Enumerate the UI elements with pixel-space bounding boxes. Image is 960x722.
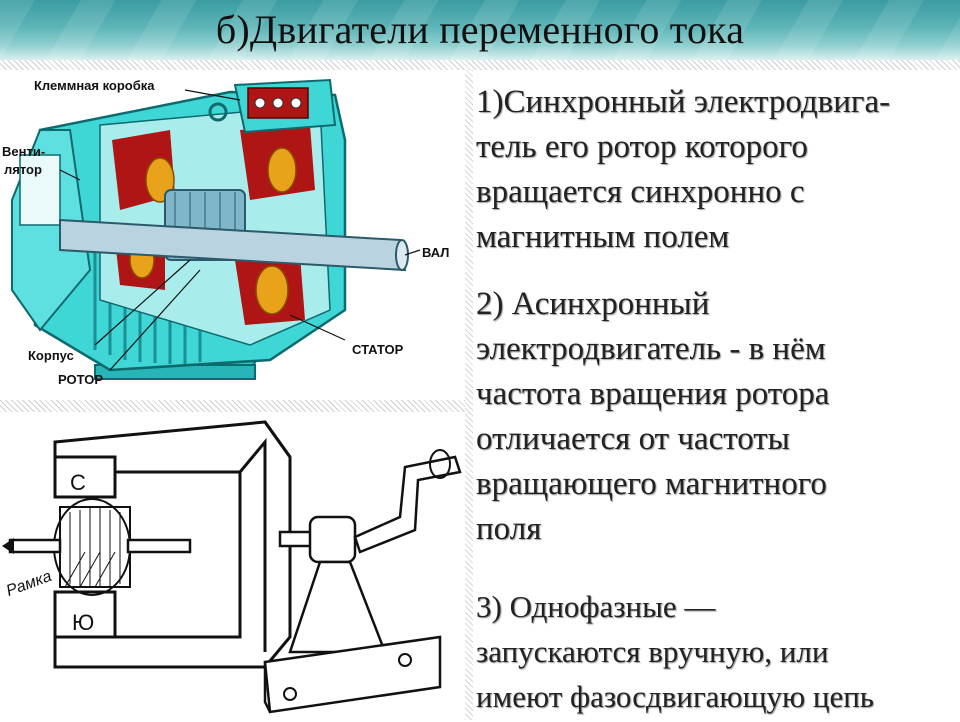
generator-illustration: С Ю Рамка — [0, 412, 465, 718]
title-banner: б)Двигатели переменного тока — [0, 0, 960, 60]
housing-label: Корпус — [28, 348, 74, 363]
fan-label-line2: лятор — [4, 162, 42, 177]
item-line: тель его ротор которого — [476, 129, 808, 165]
item-line: отличается от частоты — [476, 421, 790, 457]
item-synchronous: 1)Синхронный электродвига- тель его рото… — [476, 80, 956, 260]
item-line: 2) Асинхронный — [476, 286, 710, 322]
generator-drawing — [2, 420, 462, 714]
item-single-phase: 3) Однофазные — запускаются вручную, или… — [476, 584, 956, 719]
item-line: вращается синхронно с — [476, 174, 805, 210]
item-line: поля — [476, 511, 542, 547]
item-line: имеют фазосдвигающую цепь — [476, 679, 874, 714]
item-line: 3) Однофазные — — [476, 589, 716, 624]
item-line: 1)Синхронный электродвига- — [476, 84, 891, 120]
motor-drawing — [11, 78, 421, 380]
item-line: электродвигатель - в нём — [476, 331, 826, 367]
shaft-label: ВАЛ — [422, 245, 450, 260]
slide-title: б)Двигатели переменного тока — [215, 7, 745, 52]
terminal-box-label: Клеммная коробка — [34, 78, 155, 93]
hatched-divider-left — [0, 400, 465, 412]
hatched-divider-vertical — [465, 70, 473, 720]
fan-label-line1: Венти- — [2, 144, 46, 159]
item-line: магнитным полем — [476, 219, 730, 255]
motor-cutaway-illustration: Клеммная коробка Венти- лятор ВАЛ Корпус… — [0, 70, 465, 400]
south-pole-label: Ю — [72, 610, 95, 635]
item-line: частота вращения ротора — [476, 376, 830, 412]
north-pole-label: С — [70, 470, 86, 495]
stator-label: СТАТОР — [352, 342, 404, 357]
rotor-label: РОТОР — [58, 372, 104, 387]
hatched-divider — [0, 60, 960, 70]
item-asynchronous: 2) Асинхронный электродвигатель - в нём … — [476, 282, 956, 552]
item-line: запускаются вручную, или — [476, 634, 829, 669]
item-line: вращающего магнитного — [476, 466, 827, 502]
